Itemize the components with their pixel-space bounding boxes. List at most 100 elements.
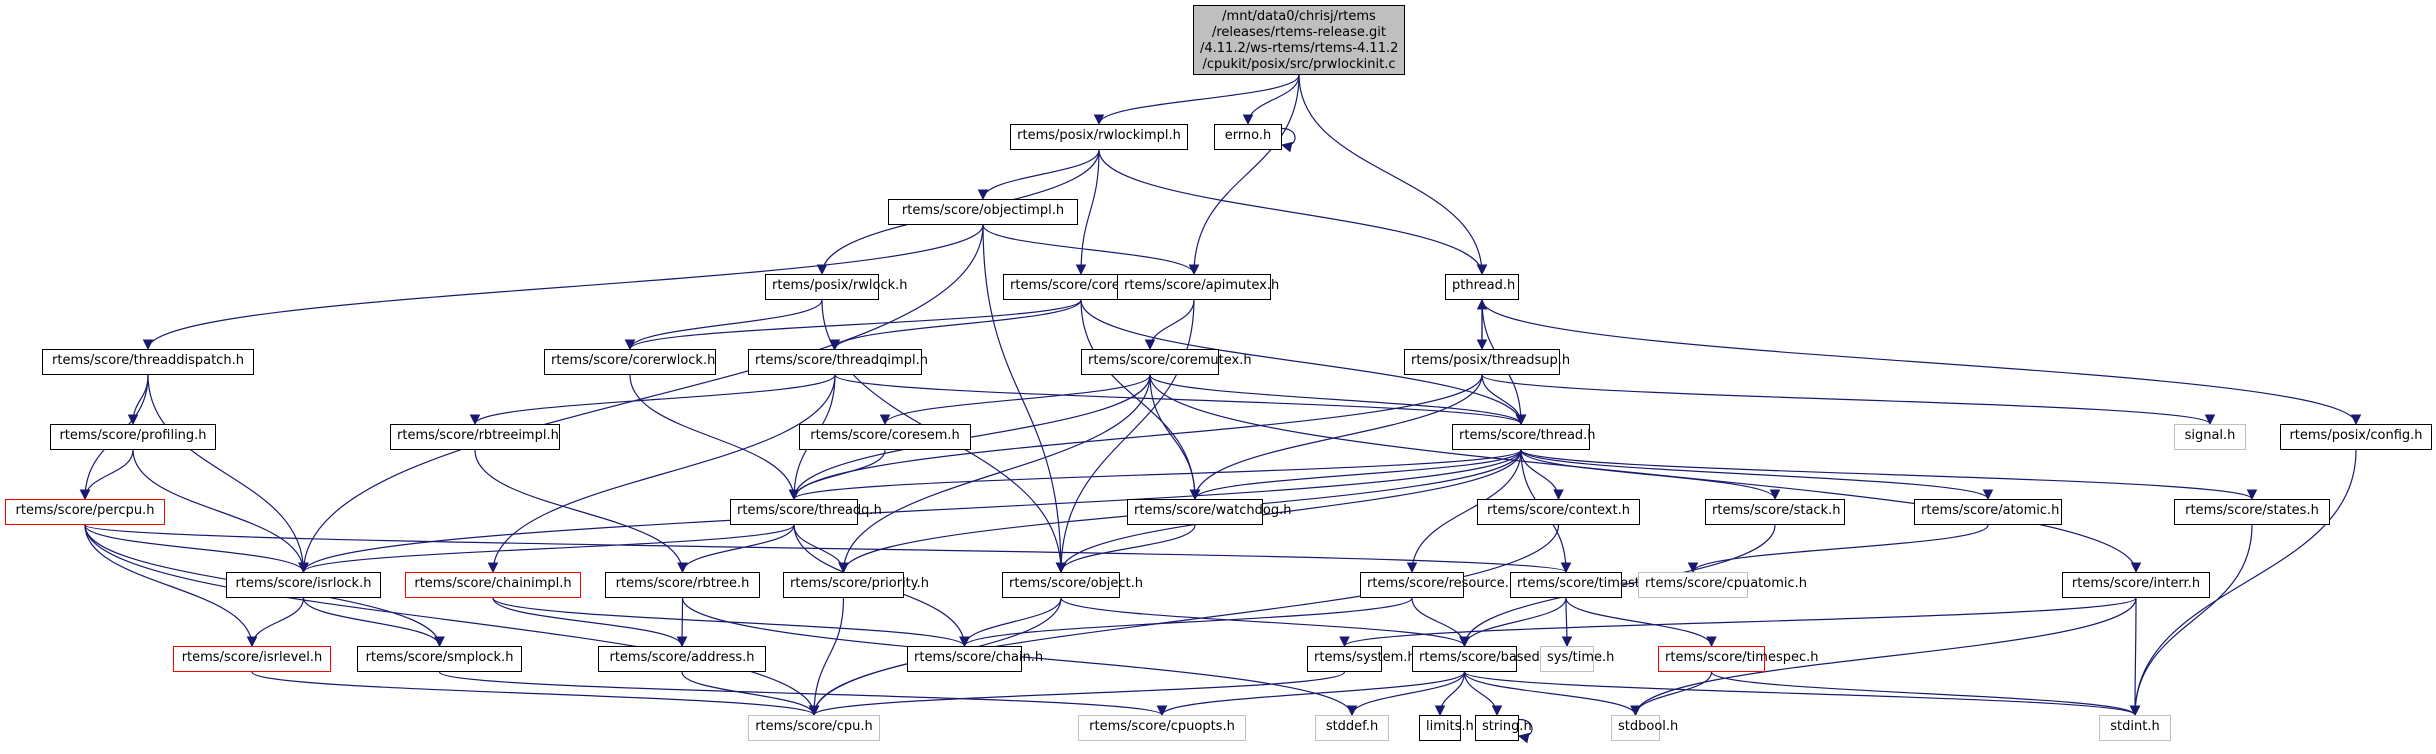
root-file-line: /4.11.2/ws-rtems/rtems-4.11.2: [1200, 41, 1399, 56]
root-file-node[interactable]: /mnt/data0/chrisj/rtems /releases/rtems-…: [1193, 5, 1405, 75]
header-node[interactable]: rtems/score/coresem.h: [799, 424, 971, 450]
header-node[interactable]: rtems/score/timestamp.h: [1510, 572, 1681, 598]
header-node[interactable]: rtems/score/basedefs.h: [1412, 646, 1572, 672]
edge-coremutex-to-thread: [1149, 374, 1527, 426]
root-file-line: /cpukit/posix/src/prwlockinit.c: [1202, 57, 1396, 72]
edge-corerwlockimpl-to-threadqimpl: [829, 299, 1082, 351]
header-node[interactable]: rtems/score/address.h: [598, 646, 766, 672]
header-node[interactable]: rtems/score/coremutex.h: [1081, 349, 1252, 375]
edge-rwlockimpl-to-objectimpl: [977, 149, 1100, 201]
edge-corerwlockimpl-to-thread: [1080, 299, 1527, 426]
header-node-truncated[interactable]: rtems/score/percpu.h: [5, 499, 165, 525]
edge-address-to-cpu: [681, 671, 820, 717]
edge-object-to-basedefs: [1060, 597, 1470, 648]
header-node[interactable]: rtems/score/resource.h: [1360, 572, 1517, 598]
header-node[interactable]: rtems/score/isrlock.h: [226, 572, 381, 598]
edge-posixconfig-to-stdint: [2129, 449, 2357, 717]
header-node-missing[interactable]: rtems/score/cpuopts.h: [1078, 715, 1246, 741]
edge-rbtreeimpl-to-rbtree: [474, 449, 688, 574]
header-node[interactable]: rtems/score/rbtree.h: [605, 572, 760, 598]
header-node[interactable]: rtems/posix/config.h: [2280, 424, 2432, 450]
edge-coremutex-to-watchdog: [1149, 374, 1201, 501]
header-node[interactable]: rtems/score/interr.h: [2062, 572, 2210, 598]
edge-threadqimpl-to-thread: [834, 374, 1527, 426]
edge-profiling-to-percpu: [79, 449, 134, 501]
header-node-missing[interactable]: stddef.h: [1315, 715, 1389, 741]
header-node-missing[interactable]: sys/time.h: [1540, 646, 1614, 672]
header-node[interactable]: limits.h: [1419, 715, 1474, 741]
header-node[interactable]: string.h: [1475, 715, 1532, 741]
header-node[interactable]: rtems/score/atomic.h: [1914, 499, 2062, 525]
edge-threadqimpl-to-chainimpl: [487, 374, 836, 574]
header-node[interactable]: rtems/score/objectimpl.h: [888, 199, 1078, 225]
edge-interr-to-stdint: [2129, 597, 2141, 717]
edge-apimutex-to-object: [1055, 299, 1195, 574]
edge-isrlock-to-isrlevel: [246, 597, 305, 648]
header-node-missing[interactable]: stdbool.h: [1611, 715, 1678, 741]
edge-errno-to-errno: [1277, 128, 1296, 153]
header-node[interactable]: rtems/score/profiling.h: [50, 424, 216, 450]
edge-thread-to-stack: [1520, 449, 1781, 501]
edge-coremutex-to-threadq: [788, 374, 1151, 501]
header-node[interactable]: rtems/score/context.h: [1477, 499, 1640, 525]
header-node-missing[interactable]: rtems/score/cpuatomic.h: [1638, 572, 1807, 598]
header-node[interactable]: rtems/score/chain.h: [907, 646, 1043, 672]
header-node-missing[interactable]: signal.h: [2174, 424, 2246, 450]
header-node[interactable]: rtems/score/object.h: [1002, 572, 1143, 598]
header-node-truncated[interactable]: rtems/score/chainimpl.h: [405, 572, 581, 598]
header-node[interactable]: rtems/system.h: [1307, 646, 1416, 672]
header-node[interactable]: rtems/score/threadq.h: [730, 499, 882, 525]
edge-percpu-to-cpu: [84, 524, 820, 717]
edge-thread-to-object: [1055, 449, 1522, 574]
edge-threadsup-to-watchdog: [1189, 374, 1483, 501]
edge-isrlock-to-smplock: [302, 597, 445, 648]
root-file-line: /releases/rtems-release.git: [1211, 25, 1386, 40]
edge-coresem-to-threadq: [788, 449, 886, 501]
edge-basedefs-to-stdbool: [1463, 671, 1641, 717]
edge-threadqimpl-to-rbtreeimpl: [469, 374, 836, 426]
edge-basedefs-to-limits: [1434, 671, 1466, 717]
root-file-line: /mnt/data0/chrisj/rtems: [1222, 9, 1376, 24]
edge-profiling-to-isrlock: [132, 449, 309, 574]
edge-timestamp-to-systime: [1561, 597, 1573, 648]
edge-thread-to-atomic: [1520, 449, 1994, 501]
header-node-truncated[interactable]: rtems/score/timespec.h: [1658, 646, 1818, 672]
header-node[interactable]: errno.h: [1214, 124, 1282, 150]
header-node[interactable]: rtems/posix/rwlockimpl.h: [1010, 124, 1188, 150]
header-node[interactable]: rtems/score/rbtreeimpl.h: [390, 424, 560, 450]
header-node[interactable]: rtems/score/apimutex.h: [1117, 274, 1279, 300]
edge-thread-to-context: [1520, 449, 1564, 501]
edge-threadsup-to-thread: [1481, 374, 1527, 426]
edge-smplock-to-cpuopts: [438, 671, 1168, 717]
edge-thread-to-threadq: [788, 449, 1522, 501]
edge-basedefs-to-stdint: [1463, 671, 2141, 717]
edge-thread-to-states: [1520, 449, 2258, 501]
header-node[interactable]: rtems/score/states.h: [2174, 499, 2330, 525]
header-node[interactable]: rtems/posix/rwlock.h: [765, 274, 908, 300]
edge-root-to-apimutex: [1188, 74, 1300, 276]
header-node[interactable]: rtems/score/stack.h: [1705, 499, 1845, 525]
edge-threaddispatch-to-isrlock: [147, 374, 309, 574]
edge-thread-to-watchdog: [1189, 449, 1522, 501]
header-node-truncated[interactable]: rtems/score/isrlevel.h: [173, 646, 331, 672]
header-node[interactable]: rtems/score/thread.h: [1452, 424, 1596, 450]
edge-resource-to-basedefs: [1411, 597, 1470, 648]
edge-resource-to-chain: [959, 597, 1413, 648]
header-node[interactable]: rtems/score/priority.h: [783, 572, 929, 598]
edge-isrlevel-to-cpu: [251, 671, 820, 717]
header-node[interactable]: rtems/score/threaddispatch.h: [42, 349, 254, 375]
header-node[interactable]: rtems/score/threadqimpl.h: [748, 349, 928, 375]
header-node[interactable]: rtems/score/watchdog.h: [1127, 499, 1291, 525]
edge-interr-to-system: [1339, 597, 2137, 648]
header-node[interactable]: rtems/score/corerwlock.h: [544, 349, 716, 375]
header-node-missing[interactable]: rtems/score/cpu.h: [748, 715, 880, 741]
header-node-missing[interactable]: stdint.h: [2099, 715, 2171, 741]
header-node[interactable]: pthread.h: [1445, 274, 1519, 300]
edge-rwlockimpl-to-pthread: [1098, 149, 1488, 276]
edge-corerwlockimpl-to-corerwlock: [624, 299, 1082, 351]
edge-percpu-to-isrlevel: [84, 524, 258, 648]
edge-objectimpl-to-threaddispatch: [142, 224, 984, 351]
header-node[interactable]: rtems/posix/threadsup.h: [1404, 349, 1570, 375]
header-node[interactable]: rtems/score/smplock.h: [357, 646, 522, 672]
